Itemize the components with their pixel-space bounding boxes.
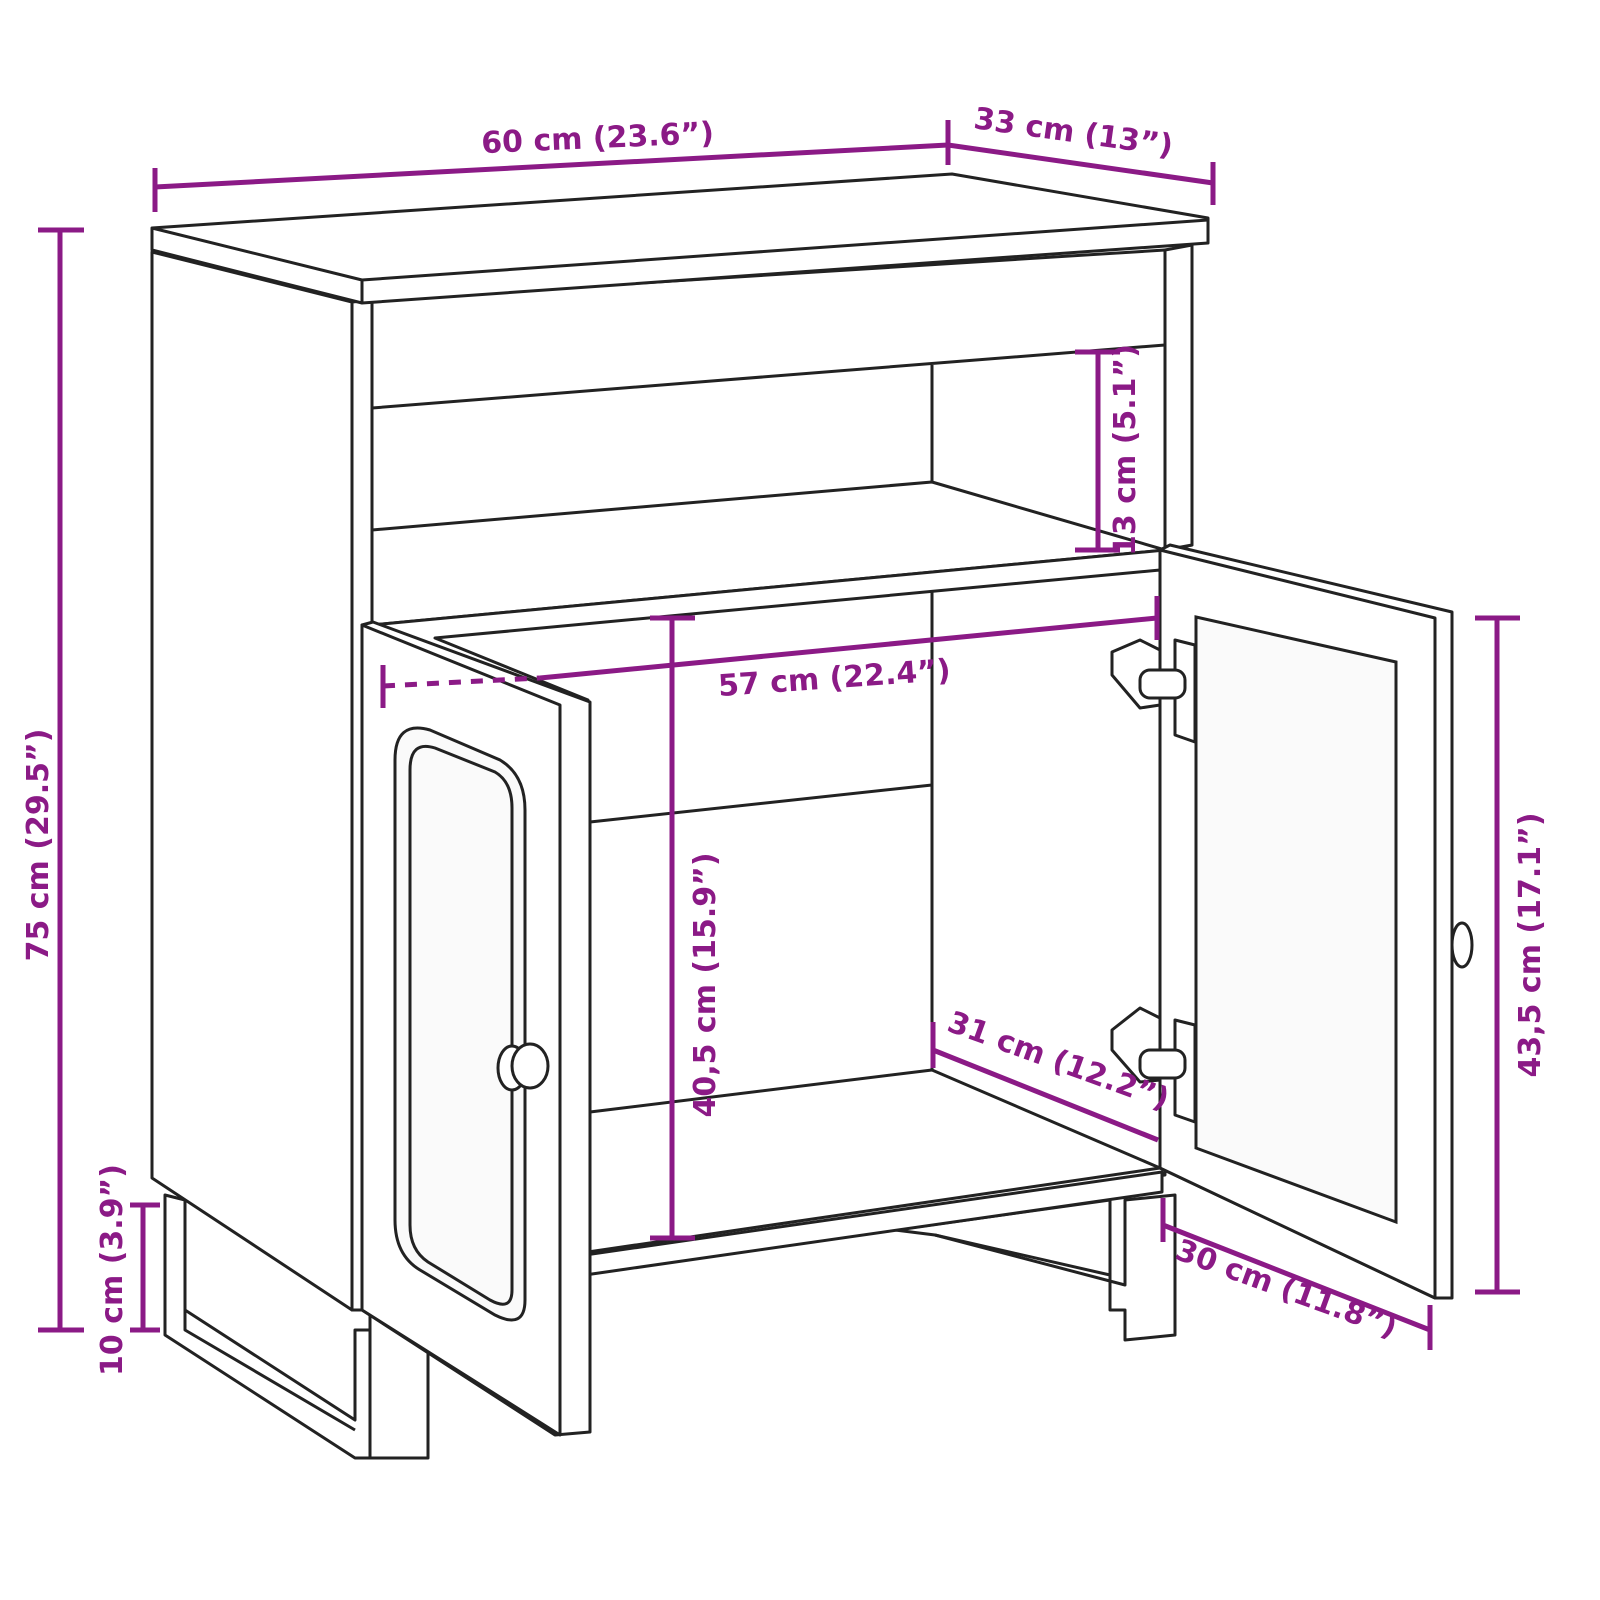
left-door <box>360 620 592 1437</box>
upper-hinge <box>1110 638 1197 744</box>
door-height-dimension: 43,5 cm (17.1”) <box>1475 615 1548 1295</box>
left-leg-frame <box>163 1193 430 1460</box>
inner-height-label: 40,5 cm (15.9”) <box>688 852 723 1117</box>
leg-height-dimension: 10 cm (3.9”) <box>95 1164 160 1376</box>
door-height-label: 43,5 cm (17.1”) <box>1513 812 1548 1077</box>
leg-height-label: 10 cm (3.9”) <box>95 1164 130 1376</box>
left-door-glass-panel <box>393 726 527 1322</box>
height-dimension: 75 cm (29.5”) <box>21 227 84 1333</box>
right-leg-frame <box>893 1193 1177 1342</box>
shelf-gap-dimension: 13 cm (5.1”) <box>1075 344 1143 556</box>
width-label: 60 cm (23.6”) <box>481 116 715 161</box>
inner-height-dimension: 40,5 cm (15.9”) <box>650 615 723 1241</box>
lower-hinge <box>1110 1006 1197 1124</box>
height-label: 75 cm (29.5”) <box>21 729 56 962</box>
right-door <box>1110 543 1474 1300</box>
width-dimension: 60 cm (23.6”) <box>152 116 951 212</box>
shelf-gap-label: 13 cm (5.1”) <box>1108 344 1143 556</box>
cabinet-top <box>150 172 1210 305</box>
